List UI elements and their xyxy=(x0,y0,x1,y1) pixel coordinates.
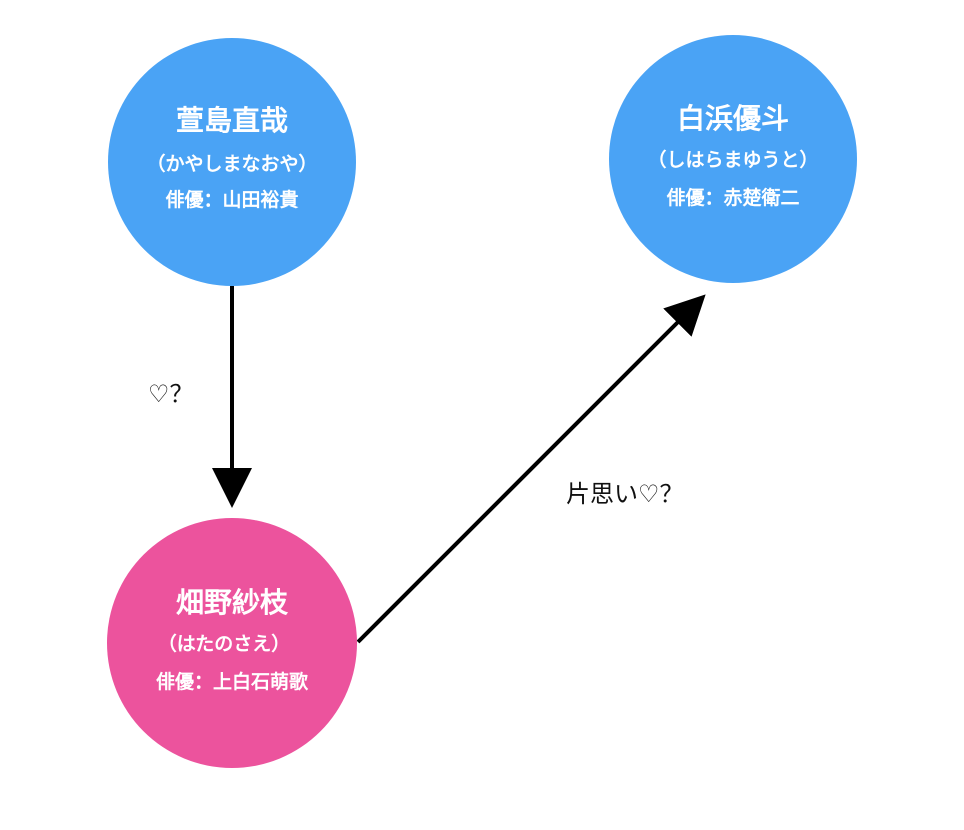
node-circle-hatano[interactable] xyxy=(107,518,357,768)
edge-line-hatano-to-shirahama xyxy=(356,294,706,644)
node-actor-kayashima: 俳優：山田裕貴 xyxy=(165,188,298,211)
node-circle-kayashima[interactable] xyxy=(108,38,356,286)
node-name-shirahama: 白浜優斗 xyxy=(677,102,789,135)
node-hatano[interactable]: 畑野紗枝 （はたのさえ） 俳優：上白石萌歌 xyxy=(107,518,357,768)
node-name-hatano: 畑野紗枝 xyxy=(176,586,289,619)
node-kayashima[interactable]: 萱島直哉 （かやしまなおや） 俳優：山田裕貴 xyxy=(108,38,356,286)
node-actor-hatano: 俳優：上白石萌歌 xyxy=(156,670,309,693)
node-circle-shirahama[interactable] xyxy=(609,35,857,283)
node-name-kayashima: 萱島直哉 xyxy=(176,104,288,137)
edge-label-hatano-to-shirahama: 片思い♡？ xyxy=(566,480,684,508)
node-shirahama[interactable]: 白浜優斗 （しはらまゆうと） 俳優：赤楚衛二 xyxy=(609,35,857,283)
node-reading-hatano: （はたのさえ） xyxy=(158,632,291,655)
edge-hatano-to-shirahama: 片思い♡？ xyxy=(356,294,706,644)
node-actor-shirahama: 俳優：赤楚衛二 xyxy=(666,186,799,209)
node-reading-shirahama: （しはらまゆうと） xyxy=(647,148,818,171)
edge-label-kayashima-to-hatano: ♡？ xyxy=(148,380,194,408)
edge-kayashima-to-hatano: ♡？ xyxy=(148,286,252,508)
node-reading-kayashima: （かやしまなおや） xyxy=(146,152,317,175)
